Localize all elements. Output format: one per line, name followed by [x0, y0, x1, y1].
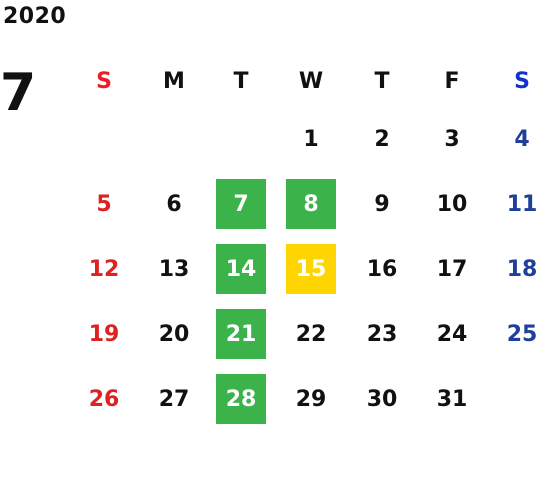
- day-cell[interactable]: 25: [506, 321, 538, 347]
- day-cell[interactable]: 9: [374, 191, 390, 217]
- day-cell[interactable]: 24: [436, 321, 468, 347]
- day-cell[interactable]: 30: [366, 386, 398, 412]
- day-cell[interactable]: 20: [158, 321, 190, 347]
- weekday-sunday: S: [96, 68, 112, 94]
- day-cell-highlighted-green[interactable]: 7: [216, 179, 266, 229]
- weekday-thursday: T: [374, 68, 390, 94]
- day-cell[interactable]: 19: [88, 321, 120, 347]
- day-cell[interactable]: 18: [506, 256, 538, 282]
- day-cell[interactable]: 23: [366, 321, 398, 347]
- month-number: 7: [0, 63, 37, 123]
- day-cell-highlighted-green[interactable]: 21: [216, 309, 266, 359]
- day-cell[interactable]: 3: [444, 126, 460, 152]
- day-cell-highlighted-green[interactable]: 14: [216, 244, 266, 294]
- calendar-grid: S M T W T F S 1 2 3 4 5 6 7 8 9 10 11 12…: [70, 48, 548, 439]
- day-cell[interactable]: 17: [436, 256, 468, 282]
- day-cell[interactable]: 31: [436, 386, 468, 412]
- day-cell[interactable]: 2: [374, 126, 390, 152]
- day-cell[interactable]: 11: [506, 191, 538, 217]
- day-cell[interactable]: 27: [158, 386, 190, 412]
- day-cell[interactable]: 1: [303, 126, 319, 152]
- day-cell[interactable]: 6: [166, 191, 182, 217]
- day-cell-highlighted-green[interactable]: 8: [286, 179, 336, 229]
- day-cell[interactable]: 5: [96, 191, 112, 217]
- day-cell[interactable]: 22: [295, 321, 327, 347]
- weekday-wednesday: W: [298, 68, 324, 94]
- week-row-3: 12 13 14 15 16 17 18: [70, 244, 548, 309]
- weekday-monday: M: [163, 68, 185, 94]
- empty-day-cell: [497, 374, 547, 424]
- week-row-5: 26 27 28 29 30 31: [70, 374, 548, 439]
- day-cell[interactable]: 26: [88, 386, 120, 412]
- empty-day-cell: [216, 114, 266, 164]
- day-cell[interactable]: 29: [295, 386, 327, 412]
- empty-day-cell: [79, 114, 129, 164]
- day-cell[interactable]: 4: [514, 126, 530, 152]
- week-row-2: 5 6 7 8 9 10 11: [70, 179, 548, 244]
- day-cell[interactable]: 13: [158, 256, 190, 282]
- weekday-friday: F: [444, 68, 460, 94]
- week-row-1: 1 2 3 4: [70, 114, 548, 179]
- weekday-header-row: S M T W T F S: [70, 48, 548, 114]
- weekday-saturday: S: [514, 68, 530, 94]
- weekday-tuesday: T: [233, 68, 249, 94]
- day-cell[interactable]: 10: [436, 191, 468, 217]
- empty-day-cell: [149, 114, 199, 164]
- week-row-4: 19 20 21 22 23 24 25: [70, 309, 548, 374]
- day-cell[interactable]: 12: [88, 256, 120, 282]
- day-cell-highlighted-yellow[interactable]: 15: [286, 244, 336, 294]
- year-label: 2020: [3, 4, 67, 29]
- day-cell[interactable]: 16: [366, 256, 398, 282]
- day-cell-highlighted-green[interactable]: 28: [216, 374, 266, 424]
